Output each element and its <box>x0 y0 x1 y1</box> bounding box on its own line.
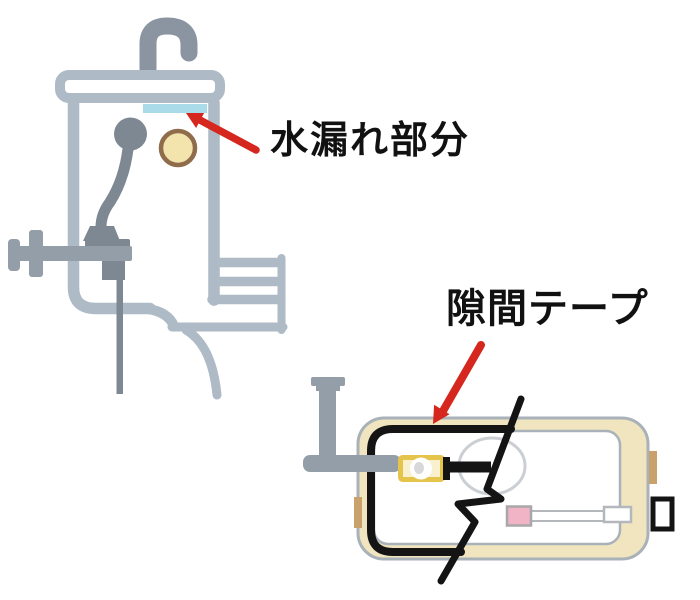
tank-rim-inner <box>372 429 622 546</box>
float-arm <box>505 505 633 527</box>
supply-pipe-flange <box>29 230 43 277</box>
float-pink-box <box>505 505 533 527</box>
flush-lever-handle <box>650 496 675 532</box>
fill-valve-pin <box>414 462 424 474</box>
tape-label: 隙間テープ <box>446 286 649 332</box>
inlet-pipe-horizontal <box>303 455 401 472</box>
bowl-shelf-lines <box>207 257 283 305</box>
tank-lid <box>55 70 225 103</box>
toilet-side-view <box>8 17 288 400</box>
leak-strip <box>143 104 207 113</box>
tank-faucet-icon <box>139 17 198 89</box>
tank-top-view <box>303 341 675 585</box>
hinge-tab-right <box>649 451 657 484</box>
gap-tape <box>367 425 515 556</box>
supply-pipe-cap <box>8 239 20 271</box>
inlet-pipe-vertical <box>319 389 336 461</box>
leak-label: 水漏れ部分 <box>270 118 471 162</box>
hinge-tab-left <box>354 497 362 528</box>
float-arm-bar <box>528 510 608 522</box>
valve-connector-flange <box>443 457 450 480</box>
break-line <box>437 395 525 585</box>
ball-stem <box>95 143 134 233</box>
float-arm-bracket <box>602 505 633 524</box>
supply-pipe <box>8 230 132 277</box>
leak-arrow-shaft <box>194 115 260 154</box>
tape-arrow-head <box>433 404 450 424</box>
flush-ball-mechanism <box>83 117 147 394</box>
valve-flare <box>83 226 120 241</box>
leak-arrow <box>186 113 260 154</box>
tape-arrow <box>433 341 485 424</box>
leak-arrow-head <box>186 113 205 128</box>
valve-connector-rod <box>448 461 491 473</box>
inlet-pipe-top-flange <box>311 377 345 386</box>
tape-arrow-shaft <box>439 341 485 415</box>
tank-left-wall <box>67 97 156 315</box>
ball-float <box>114 117 147 151</box>
inlet-pipe-taper <box>316 385 340 391</box>
valve-connector <box>443 457 491 480</box>
supply-drop-pipe <box>116 258 123 394</box>
bowl-curve <box>181 325 222 400</box>
flush-button <box>158 128 198 168</box>
fill-valve <box>398 455 445 482</box>
inlet-pipe <box>303 377 401 472</box>
